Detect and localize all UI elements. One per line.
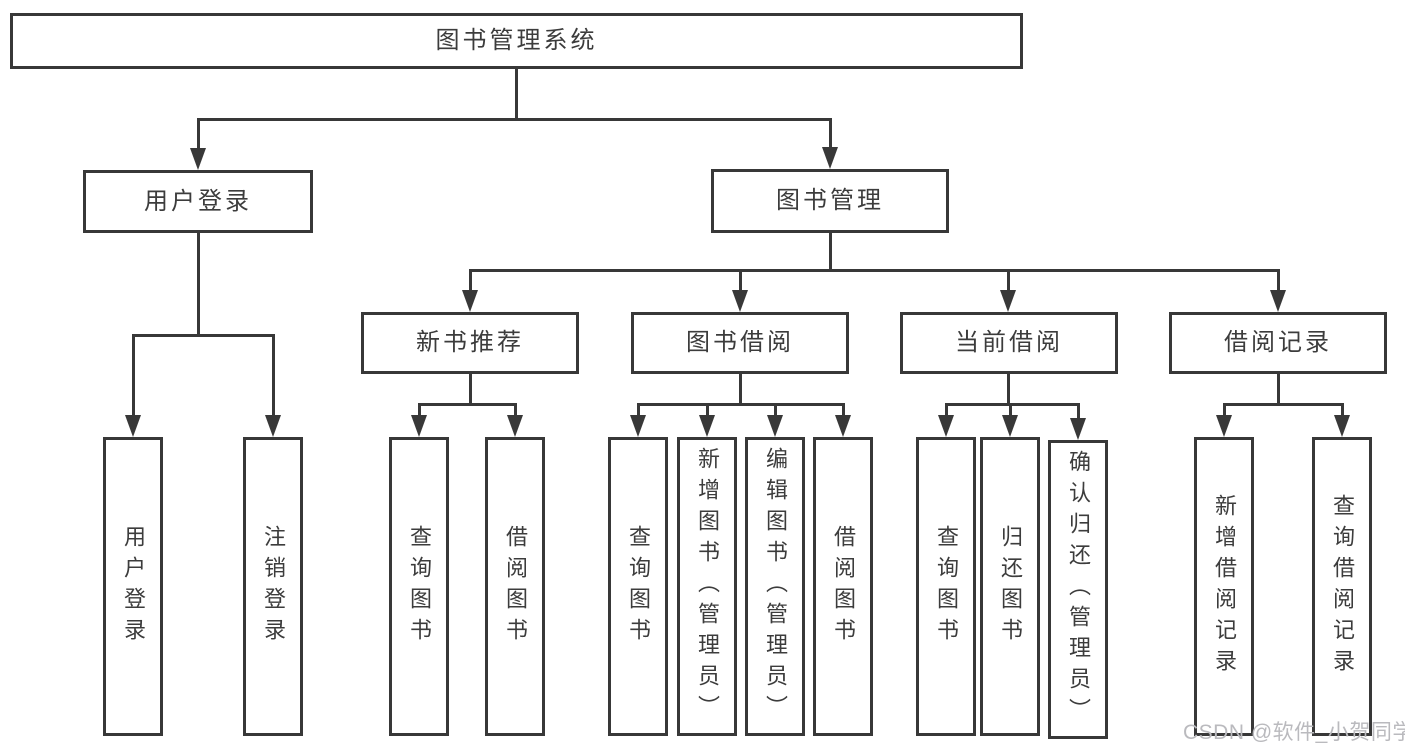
connector-line-vertical [945, 403, 948, 416]
connector-line-vertical [1077, 403, 1080, 419]
node-label: 新书推荐 [416, 329, 524, 356]
node-leaf-borrow-books-1: 借阅图书 [485, 437, 545, 736]
node-leaf-query-books-1: 查询图书 [389, 437, 449, 736]
watermark: CSDN @软件_小贺同学 [1183, 721, 1405, 744]
arrow-down-icon [1334, 415, 1350, 437]
node-label: 借阅图书 [831, 524, 856, 649]
node-leaf-borrow-books-2: 借阅图书 [813, 437, 873, 736]
node-label: 图书管理 [776, 187, 884, 214]
connector-line-vertical [1277, 374, 1280, 405]
connector-line-horizontal [1223, 403, 1344, 406]
node-current-borrowing: 当前借阅 [900, 312, 1118, 374]
node-label: 新增借阅记录 [1212, 493, 1237, 680]
connector-line-horizontal [418, 403, 517, 406]
arrow-down-icon [411, 415, 427, 437]
connector-line-vertical [842, 403, 845, 416]
node-leaf-add-books: 新增图书（管理员） [677, 437, 737, 736]
node-leaf-add-record: 新增借阅记录 [1194, 437, 1254, 736]
connector-line-vertical [515, 69, 518, 120]
arrow-down-icon [1270, 290, 1286, 312]
arrow-down-icon [1216, 415, 1232, 437]
connector-line-vertical [272, 334, 275, 417]
arrow-down-icon [699, 415, 715, 437]
arrow-down-icon [462, 290, 478, 312]
node-leaf-confirm-return: 确认归还（管理员） [1048, 440, 1108, 739]
connector-line-horizontal [132, 334, 275, 337]
node-new-book-recommend: 新书推荐 [361, 312, 579, 374]
node-book-borrowing: 图书借阅 [631, 312, 849, 374]
node-leaf-query-books-3: 查询图书 [916, 437, 976, 736]
arrow-down-icon [938, 415, 954, 437]
connector-line-vertical [1007, 269, 1010, 292]
node-borrowing-records: 借阅记录 [1169, 312, 1387, 374]
arrow-down-icon [125, 415, 141, 437]
connector-line-horizontal [197, 118, 832, 121]
connector-line-horizontal [469, 269, 1280, 272]
connector-line-vertical [1009, 403, 1012, 416]
node-leaf-edit-books: 编辑图书（管理员） [745, 437, 805, 736]
arrow-down-icon [1000, 290, 1016, 312]
connector-line-vertical [132, 334, 135, 417]
connector-line-vertical [829, 118, 832, 151]
node-label: 用户登录 [121, 524, 146, 649]
node-user-login: 用户登录 [83, 170, 313, 233]
arrow-down-icon [190, 148, 206, 170]
connector-line-vertical [1277, 269, 1280, 292]
node-label: 图书借阅 [686, 329, 794, 356]
node-leaf-query-books-2: 查询图书 [608, 437, 668, 736]
node-label: 查询图书 [407, 524, 432, 649]
connector-line-vertical [1223, 403, 1226, 416]
arrow-down-icon [732, 290, 748, 312]
connector-line-vertical [706, 403, 709, 416]
node-label: 新增图书（管理员） [695, 447, 720, 726]
arrow-down-icon [767, 415, 783, 437]
node-label: 借阅记录 [1224, 329, 1332, 356]
node-book-management: 图书管理 [711, 169, 949, 233]
connector-line-vertical [1341, 403, 1344, 416]
node-label: 当前借阅 [955, 329, 1063, 356]
arrow-down-icon [630, 415, 646, 437]
connector-line-vertical [418, 403, 421, 416]
node-label: 查询借阅记录 [1330, 493, 1355, 680]
node-label: 编辑图书（管理员） [763, 447, 788, 726]
node-leaf-query-record: 查询借阅记录 [1312, 437, 1372, 736]
connector-line-vertical [739, 374, 742, 405]
connector-line-vertical [469, 269, 472, 292]
connector-line-vertical [774, 403, 777, 416]
node-label: 查询图书 [626, 524, 651, 649]
connector-line-horizontal [945, 403, 1080, 406]
node-label: 注销登录 [261, 524, 286, 649]
node-label: 借阅图书 [503, 524, 528, 649]
arrow-down-icon [1002, 415, 1018, 437]
node-leaf-user-login: 用户登录 [103, 437, 163, 736]
node-label: 查询图书 [934, 524, 959, 649]
arrow-down-icon [822, 147, 838, 169]
arrow-down-icon [835, 415, 851, 437]
connector-line-vertical [197, 233, 200, 336]
node-library-system: 图书管理系统 [10, 13, 1023, 69]
node-label: 归还图书 [998, 524, 1023, 649]
connector-line-vertical [1007, 374, 1010, 405]
node-label: 用户登录 [144, 187, 252, 215]
connector-line-horizontal [637, 403, 845, 406]
arrow-down-icon [265, 415, 281, 437]
connector-line-vertical [469, 374, 472, 405]
connector-line-vertical [829, 233, 832, 271]
connector-line-vertical [739, 269, 742, 292]
connector-line-vertical [514, 403, 517, 416]
node-leaf-logout: 注销登录 [243, 437, 303, 736]
connector-line-vertical [637, 403, 640, 416]
node-leaf-return-books: 归还图书 [980, 437, 1040, 736]
arrow-down-icon [1070, 418, 1086, 440]
node-label: 图书管理系统 [435, 27, 598, 54]
node-label: 确认归还（管理员） [1066, 450, 1091, 729]
connector-line-vertical [197, 118, 200, 151]
arrow-down-icon [507, 415, 523, 437]
